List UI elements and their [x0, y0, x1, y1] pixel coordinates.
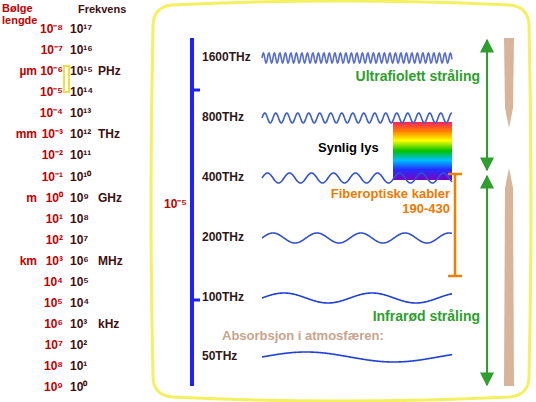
wave-sample [262, 233, 452, 243]
frequency-value: 10⁷ [70, 234, 88, 248]
axis-tick [192, 89, 200, 92]
unit-label: THz [98, 128, 120, 142]
unit-label: mm [16, 128, 37, 142]
unit-label: km [20, 255, 37, 269]
frequency-value: 10¹⁴ [70, 86, 93, 100]
wavelength-value: 10⁹ [44, 381, 63, 395]
frequency-label: 400THz [202, 171, 244, 185]
wave-sample [262, 352, 452, 362]
band-label: Fiberoptiske kabler 190-430 [310, 187, 450, 217]
wave-sample [262, 113, 452, 123]
frequency-label: 1600THz [202, 51, 251, 65]
wavelength-value: 10⁰ [46, 192, 63, 206]
wavelength-value: 10⁻⁴ [40, 107, 63, 121]
frequency-label: 100THz [202, 291, 244, 305]
band-label: Infrarød stråling [373, 308, 480, 324]
wavelength-value: 10⁻⁶ [40, 65, 63, 79]
wavelength-value: 10² [46, 234, 63, 248]
wavelength-value: 10¹ [46, 213, 63, 227]
wavelength-value: 10⁻⁵ [40, 86, 63, 100]
visible-spectrum [393, 122, 452, 180]
wave-sample [262, 173, 452, 183]
wavelength-value: 10⁻⁵ [164, 198, 187, 212]
unit-label: GHz [98, 192, 122, 206]
frequency-value: 10¹⁷ [70, 23, 92, 37]
frequency-value: 10¹⁰ [70, 171, 91, 185]
note-label: Absorbsjon i atmosfæren: [222, 329, 384, 344]
wavelength-value: 10⁻¹ [42, 171, 63, 185]
frequency-value: 10⁸ [70, 213, 89, 227]
frequency-value: 10¹² [70, 128, 91, 142]
wavelength-value: 10⁻³ [42, 128, 63, 142]
range-arrow [486, 40, 488, 170]
frequency-value: 10⁵ [70, 276, 89, 290]
wave-sample [262, 293, 452, 303]
wave-sample [262, 53, 452, 63]
frequency-value: 10¹³ [70, 107, 91, 121]
frequency-value: 10¹⁵ [70, 65, 93, 79]
frequency-value: 10² [70, 339, 87, 353]
wavelength-value: 10⁸ [44, 360, 63, 374]
band-label: Ultrafiolett stråling [356, 68, 480, 84]
frequency-value: 10¹⁶ [70, 44, 93, 58]
wavelength-value: 10⁵ [44, 297, 63, 311]
frequency-value: 10⁶ [70, 255, 89, 269]
frequency-value: 10⁰ [70, 381, 87, 395]
absorption-bar [504, 168, 514, 386]
frequency-value: 10⁴ [70, 297, 89, 311]
unit-label: m [26, 192, 37, 206]
wavelength-value: 10³ [46, 255, 63, 269]
frequency-value: 10³ [70, 318, 87, 332]
frequency-label: 50THz [202, 350, 237, 364]
unit-label: kHz [98, 318, 119, 332]
unit-label: PHz [98, 65, 121, 79]
axis-tick [192, 299, 200, 302]
axis-heading: Frekvens [78, 3, 126, 16]
range-arrow [486, 176, 488, 385]
fiber-bracket [448, 174, 462, 276]
frequency-label: 200THz [202, 231, 244, 245]
unit-label: µm [19, 65, 37, 79]
wavelength-value: 10⁶ [44, 318, 63, 332]
frequency-label: 800THz [202, 111, 244, 125]
frequency-value: 10¹¹ [70, 149, 91, 163]
frequency-value: 10⁹ [70, 192, 89, 206]
wavelength-value: 10⁴ [44, 276, 63, 290]
frequency-value: 10¹ [70, 360, 87, 374]
unit-label: MHz [98, 255, 123, 269]
absorption-bar [504, 38, 514, 128]
wavelength-value: 10⁷ [45, 339, 63, 353]
band-label: Synlig lys [318, 141, 379, 156]
zoom-panel [151, 1, 531, 401]
wavelength-value: 10⁻² [42, 149, 63, 163]
zoom-marker [64, 66, 69, 92]
wavelength-value: 10⁻⁸ [40, 23, 63, 37]
wavelength-value: 10⁻⁷ [41, 44, 63, 58]
